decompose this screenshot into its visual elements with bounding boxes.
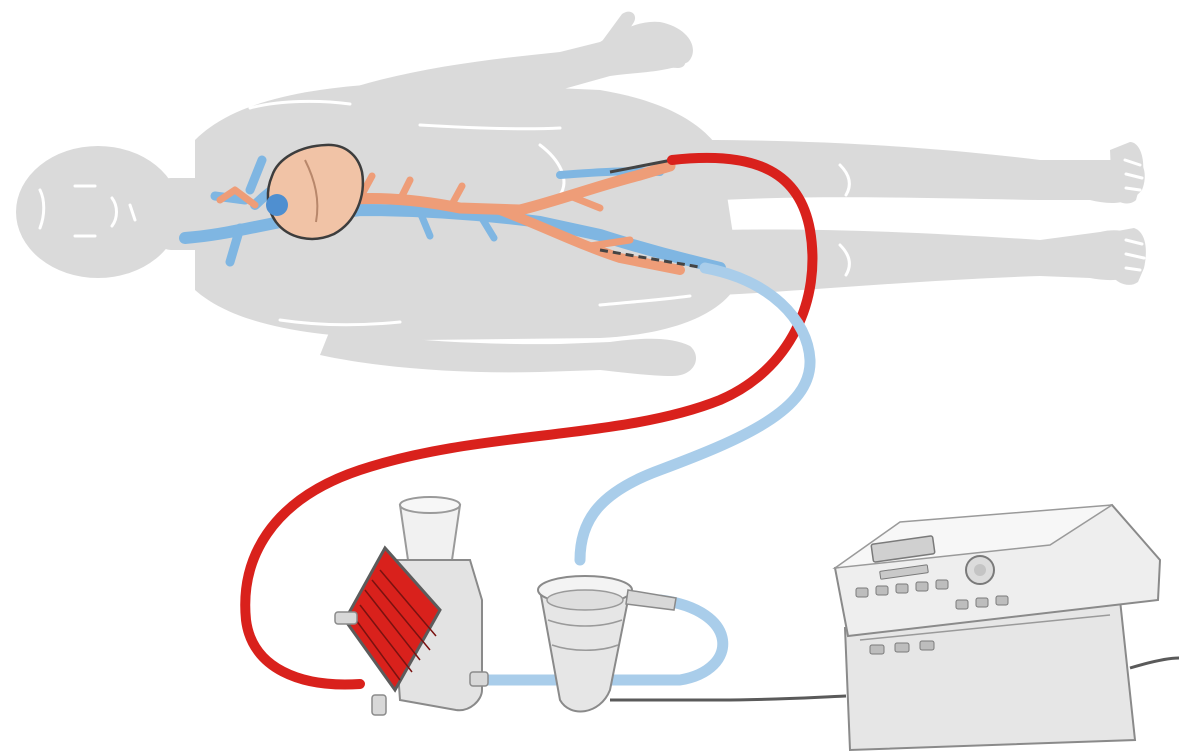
centrifugal-pump-icon: [538, 576, 676, 711]
patient-leg-lower: [720, 229, 1143, 295]
console-icon: [610, 505, 1179, 750]
